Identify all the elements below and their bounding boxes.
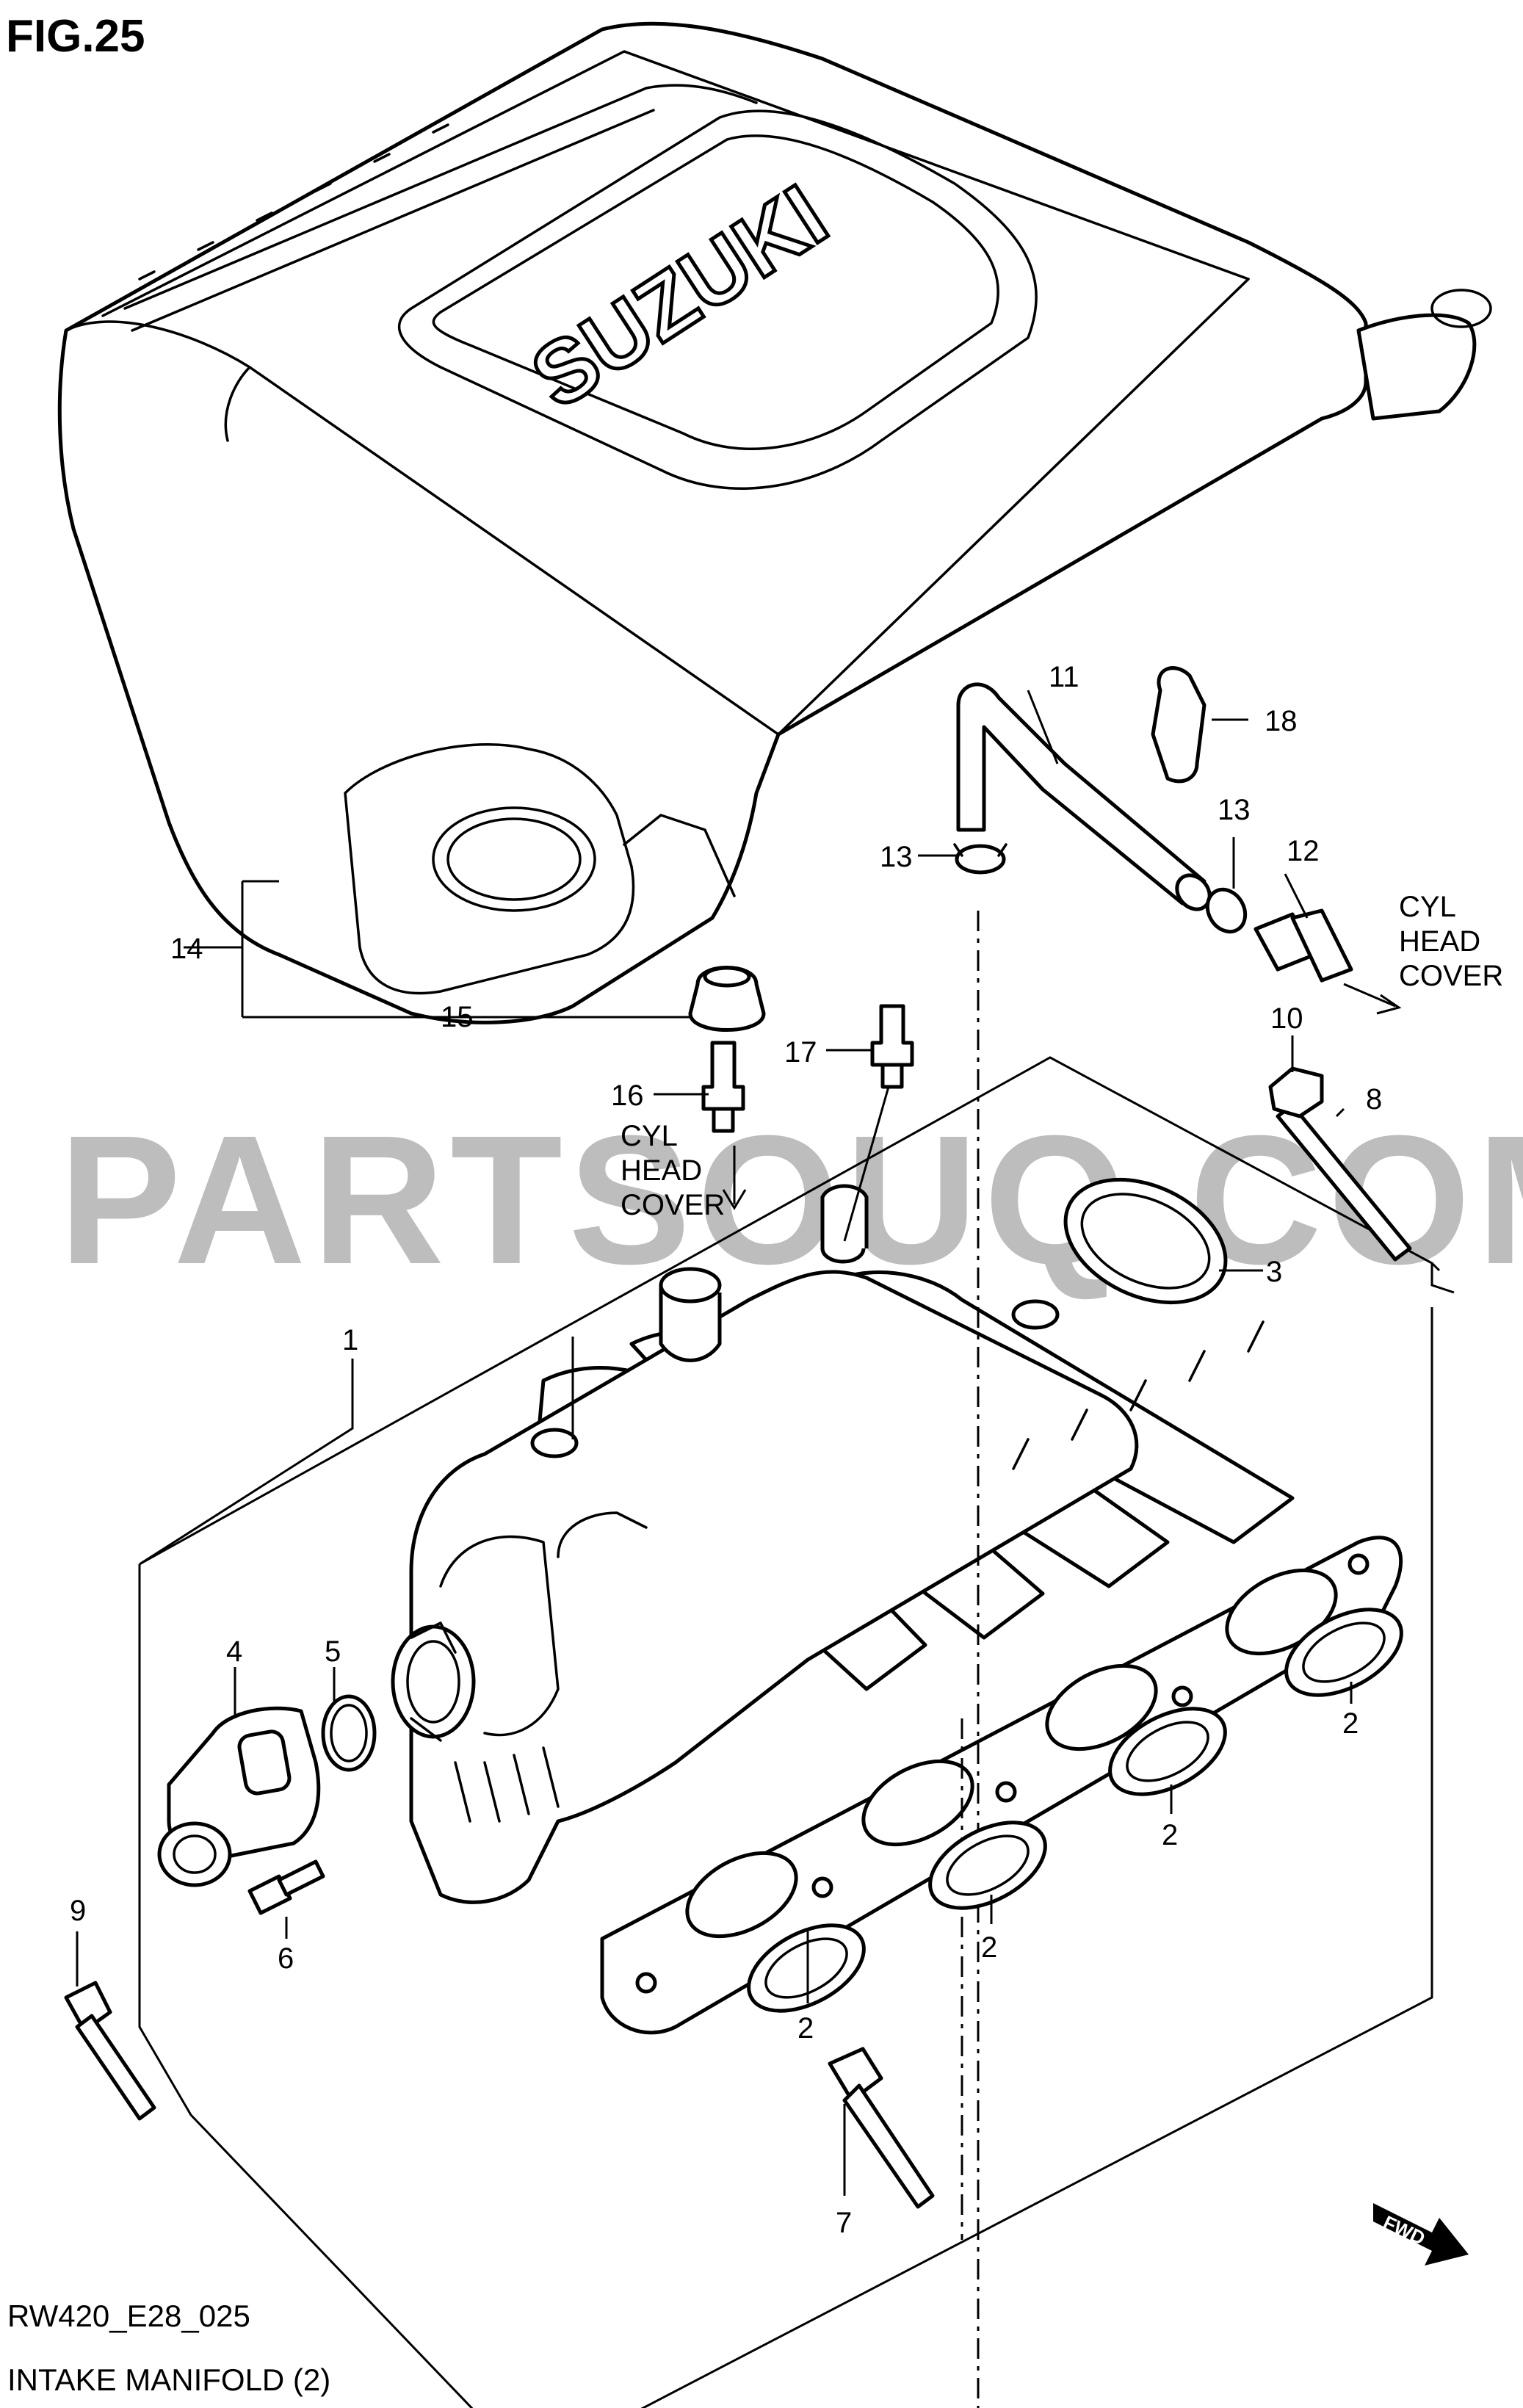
drawing-code: RW420_E28_025 [7, 2299, 250, 2333]
o-ring-5[interactable] [321, 1694, 377, 1772]
pcv-hose-11[interactable] [956, 682, 1216, 916]
fitting-17[interactable] [870, 1004, 914, 1089]
callout-2b: 2 [981, 1931, 997, 1964]
callout-12: 12 [1287, 835, 1320, 867]
sensor-4[interactable] [157, 1706, 321, 1887]
down-arrow-icon [1343, 983, 1402, 1015]
callout-10: 10 [1270, 1002, 1303, 1035]
manifold-group-outline-left [138, 1564, 474, 2408]
callout-14: 14 [170, 933, 203, 965]
callout-13a: 13 [880, 841, 913, 873]
callout-2a: 2 [797, 2012, 814, 2044]
callout-9: 9 [70, 1895, 86, 1927]
callout-2c: 2 [1162, 1819, 1178, 1851]
hose-clamp-13a[interactable] [953, 843, 1008, 875]
fitting-16[interactable] [701, 1041, 745, 1133]
leader-lines [76, 690, 1353, 2196]
svg-text:CYL: CYL [621, 1120, 678, 1152]
grommet-15[interactable] [688, 966, 766, 1032]
fwd-label: FWD [1380, 2211, 1428, 2249]
svg-text:COVER: COVER [621, 1189, 725, 1221]
svg-text:HEAD: HEAD [1399, 925, 1480, 958]
callout-11: 11 [1049, 661, 1079, 693]
engine-cover[interactable]: SUZUKI [57, 21, 1492, 1024]
callout-16: 16 [611, 1080, 644, 1112]
seal-ring-3[interactable] [1046, 1155, 1245, 1326]
callout-13b: 13 [1218, 794, 1251, 826]
intake-manifold[interactable] [391, 1184, 1403, 2035]
callout-5: 5 [325, 1635, 341, 1668]
pcv-valve-12[interactable] [1254, 908, 1353, 983]
diagram-title: INTAKE MANIFOLD (2) [7, 2362, 330, 2397]
callout-15: 15 [441, 1001, 474, 1033]
callout-2d: 2 [1342, 1707, 1359, 1740]
hose-clamp-13b[interactable] [1200, 883, 1253, 939]
clip-18[interactable] [1151, 666, 1207, 784]
down-arrow-icon [722, 1146, 747, 1210]
port-gasket-3[interactable] [1096, 1691, 1239, 1812]
svg-text:HEAD: HEAD [621, 1154, 702, 1187]
note-cyl-head-cover-right: CYL HEAD COVER [1399, 891, 1503, 992]
callout-6: 6 [278, 1942, 294, 1975]
port-gasket-4[interactable] [1272, 1592, 1415, 1713]
bolt-7[interactable] [828, 2047, 935, 2209]
figure-label: FIG.25 [6, 11, 145, 62]
fwd-arrow-icon: FWD [1373, 2203, 1469, 2266]
svg-text:CYL: CYL [1399, 891, 1456, 923]
bolt-9[interactable] [64, 1981, 156, 2121]
port-gasket-2[interactable] [916, 1805, 1059, 1926]
callout-7: 7 [836, 2207, 852, 2239]
callout-17: 17 [784, 1036, 817, 1069]
callout-8: 8 [1366, 1083, 1382, 1116]
outline-tick [1430, 1262, 1441, 1272]
watermark: PARTSOUQ.COM [59, 1097, 1523, 1302]
svg-text:COVER: COVER [1399, 960, 1503, 992]
callout-3: 3 [1266, 1256, 1282, 1288]
callout-1: 1 [342, 1324, 358, 1356]
port-gasket-1[interactable] [734, 1908, 878, 2029]
screw-6[interactable] [247, 1859, 325, 1915]
callout-labels: 1 2 2 2 2 3 4 5 6 7 8 9 10 11 12 13 13 1… [70, 661, 1382, 2239]
callout-18: 18 [1265, 705, 1298, 737]
callout-4: 4 [226, 1635, 242, 1668]
note-cyl-head-cover-left: CYL HEAD COVER [621, 1120, 725, 1221]
